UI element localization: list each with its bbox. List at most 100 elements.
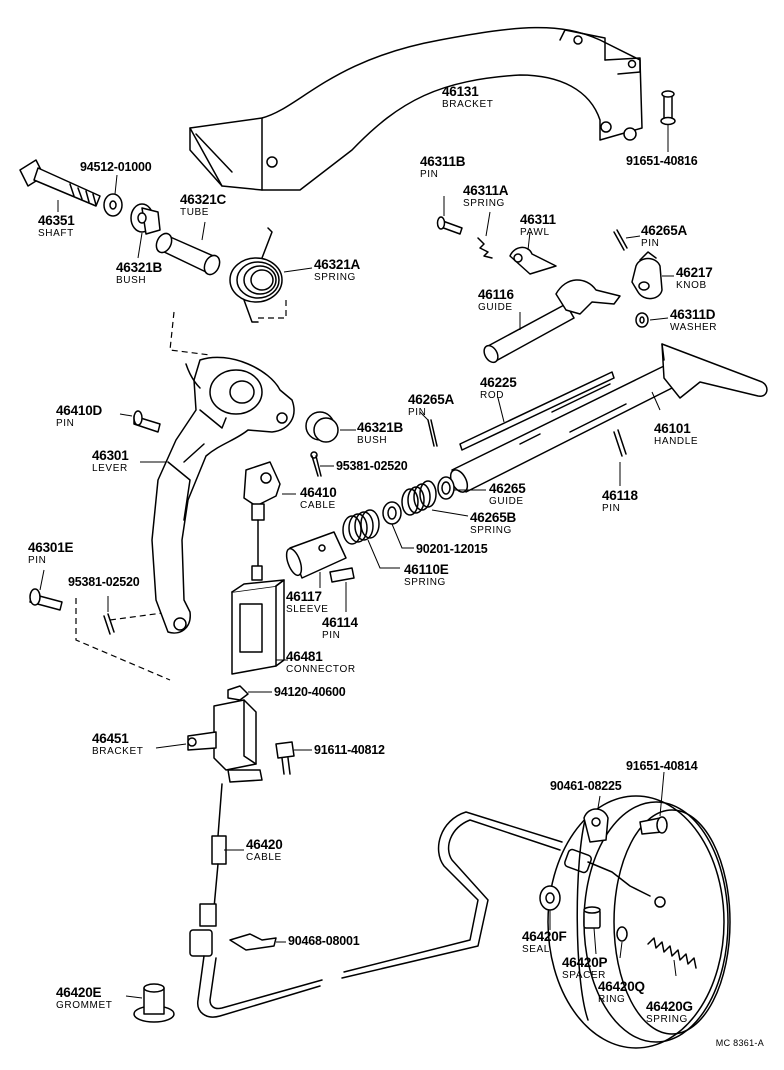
part-number: 46217 (676, 265, 713, 280)
clip-90461-08225-drawing (583, 795, 609, 843)
part-number: 46420G (646, 999, 693, 1014)
part-name: GUIDE (489, 495, 524, 507)
part-number: 90468-08001 (288, 934, 360, 948)
part-name: PAWL (520, 226, 550, 238)
part-number: 46311 (520, 212, 556, 227)
part-name: GROMMET (56, 999, 113, 1011)
pin-46265A-top-drawing (613, 229, 641, 251)
bolt-91651-40814-drawing (639, 771, 668, 835)
part-name: HANDLE (654, 435, 699, 447)
part-number: 46225 (480, 375, 517, 390)
part-number: 91651-40814 (626, 759, 698, 773)
part-number: 46351 (38, 213, 75, 228)
part-number: 46117 (286, 589, 322, 604)
spacer-46420P-drawing (583, 906, 601, 955)
part-number: 46311A (463, 183, 509, 198)
part-name: PIN (420, 168, 439, 180)
part-name: PIN (56, 417, 75, 429)
part-number: 46116 (478, 287, 514, 302)
label-94512-01000: 94512-01000 (80, 160, 152, 174)
label-91651-40816: 91651-40816 (626, 154, 698, 168)
dashed-alignment-lines (75, 298, 287, 681)
washer-90201-12015-drawing (382, 501, 414, 549)
part-number: 46311B (420, 154, 466, 169)
part-number: 46311D (670, 307, 716, 322)
knob-46217-drawing (631, 251, 674, 300)
cable-46420-drawing (189, 783, 666, 1018)
part-number: 46301 (92, 448, 129, 463)
part-name: SLEEVE (286, 603, 329, 615)
part-number: 95381-02520 (68, 575, 140, 589)
part-name: SPRING (314, 271, 356, 283)
clamp-90468-08001-drawing (229, 933, 286, 951)
part-number: 46301E (28, 540, 74, 555)
grommet-46420E-drawing (125, 983, 175, 1023)
connector-46481-drawing (231, 579, 288, 675)
part-name: RING (598, 993, 626, 1005)
cotter-pin-95381-02520-a-drawing (310, 451, 334, 477)
washer-94512-01000-drawing (103, 174, 123, 217)
bolt-91611-40812-drawing (275, 741, 312, 775)
spring-46311A-drawing (477, 211, 493, 259)
pin-46114-drawing (329, 567, 355, 612)
part-number: 94512-01000 (80, 160, 152, 174)
label-91611-40812: 91611-40812 (314, 744, 385, 757)
spring-46265B-drawing (401, 480, 469, 517)
part-name: BRACKET (442, 98, 494, 110)
part-name: SPRING (463, 197, 505, 209)
part-name: SEAL (522, 943, 550, 955)
part-number: 90461-08225 (550, 779, 622, 793)
label-90201-12015: 90201-12015 (416, 543, 488, 556)
part-number: 46321A (314, 257, 361, 272)
part-number: 91611-40812 (314, 743, 385, 757)
part-number: 46265 (489, 481, 526, 496)
lever-46301-drawing (140, 356, 295, 634)
part-number: 46420 (246, 837, 283, 852)
label-95381-02520-b: 95381-02520 (68, 575, 140, 589)
nut-94120-40600-drawing (227, 685, 272, 701)
bracket-46451-drawing (155, 699, 263, 783)
bracket-46131-drawing (189, 26, 643, 191)
part-number: 46420E (56, 985, 102, 1000)
part-number: 91651-40816 (626, 154, 698, 168)
part-name: GUIDE (478, 301, 513, 313)
part-name: CABLE (300, 499, 336, 511)
label-90461-08225: 90461-08225 (550, 779, 622, 793)
part-name: CABLE (246, 851, 282, 863)
part-number: 46481 (286, 649, 323, 664)
part-name: SHAFT (38, 227, 74, 239)
figure-code: MC 8361-A (715, 1038, 764, 1048)
part-name: ROD (480, 389, 505, 401)
pin-46265A-mid-drawing (419, 411, 438, 447)
part-number: 46321B (116, 260, 163, 275)
tube-46321C-drawing (155, 221, 221, 276)
part-number: 46410D (56, 403, 103, 418)
part-number: 46451 (92, 731, 129, 746)
label-90468-08001: 90468-08001 (288, 934, 360, 948)
part-number: 46265A (408, 392, 455, 407)
guide-46265-drawing (437, 476, 486, 500)
sleeve-46117-drawing (285, 531, 347, 588)
part-number: 46265A (641, 223, 688, 238)
